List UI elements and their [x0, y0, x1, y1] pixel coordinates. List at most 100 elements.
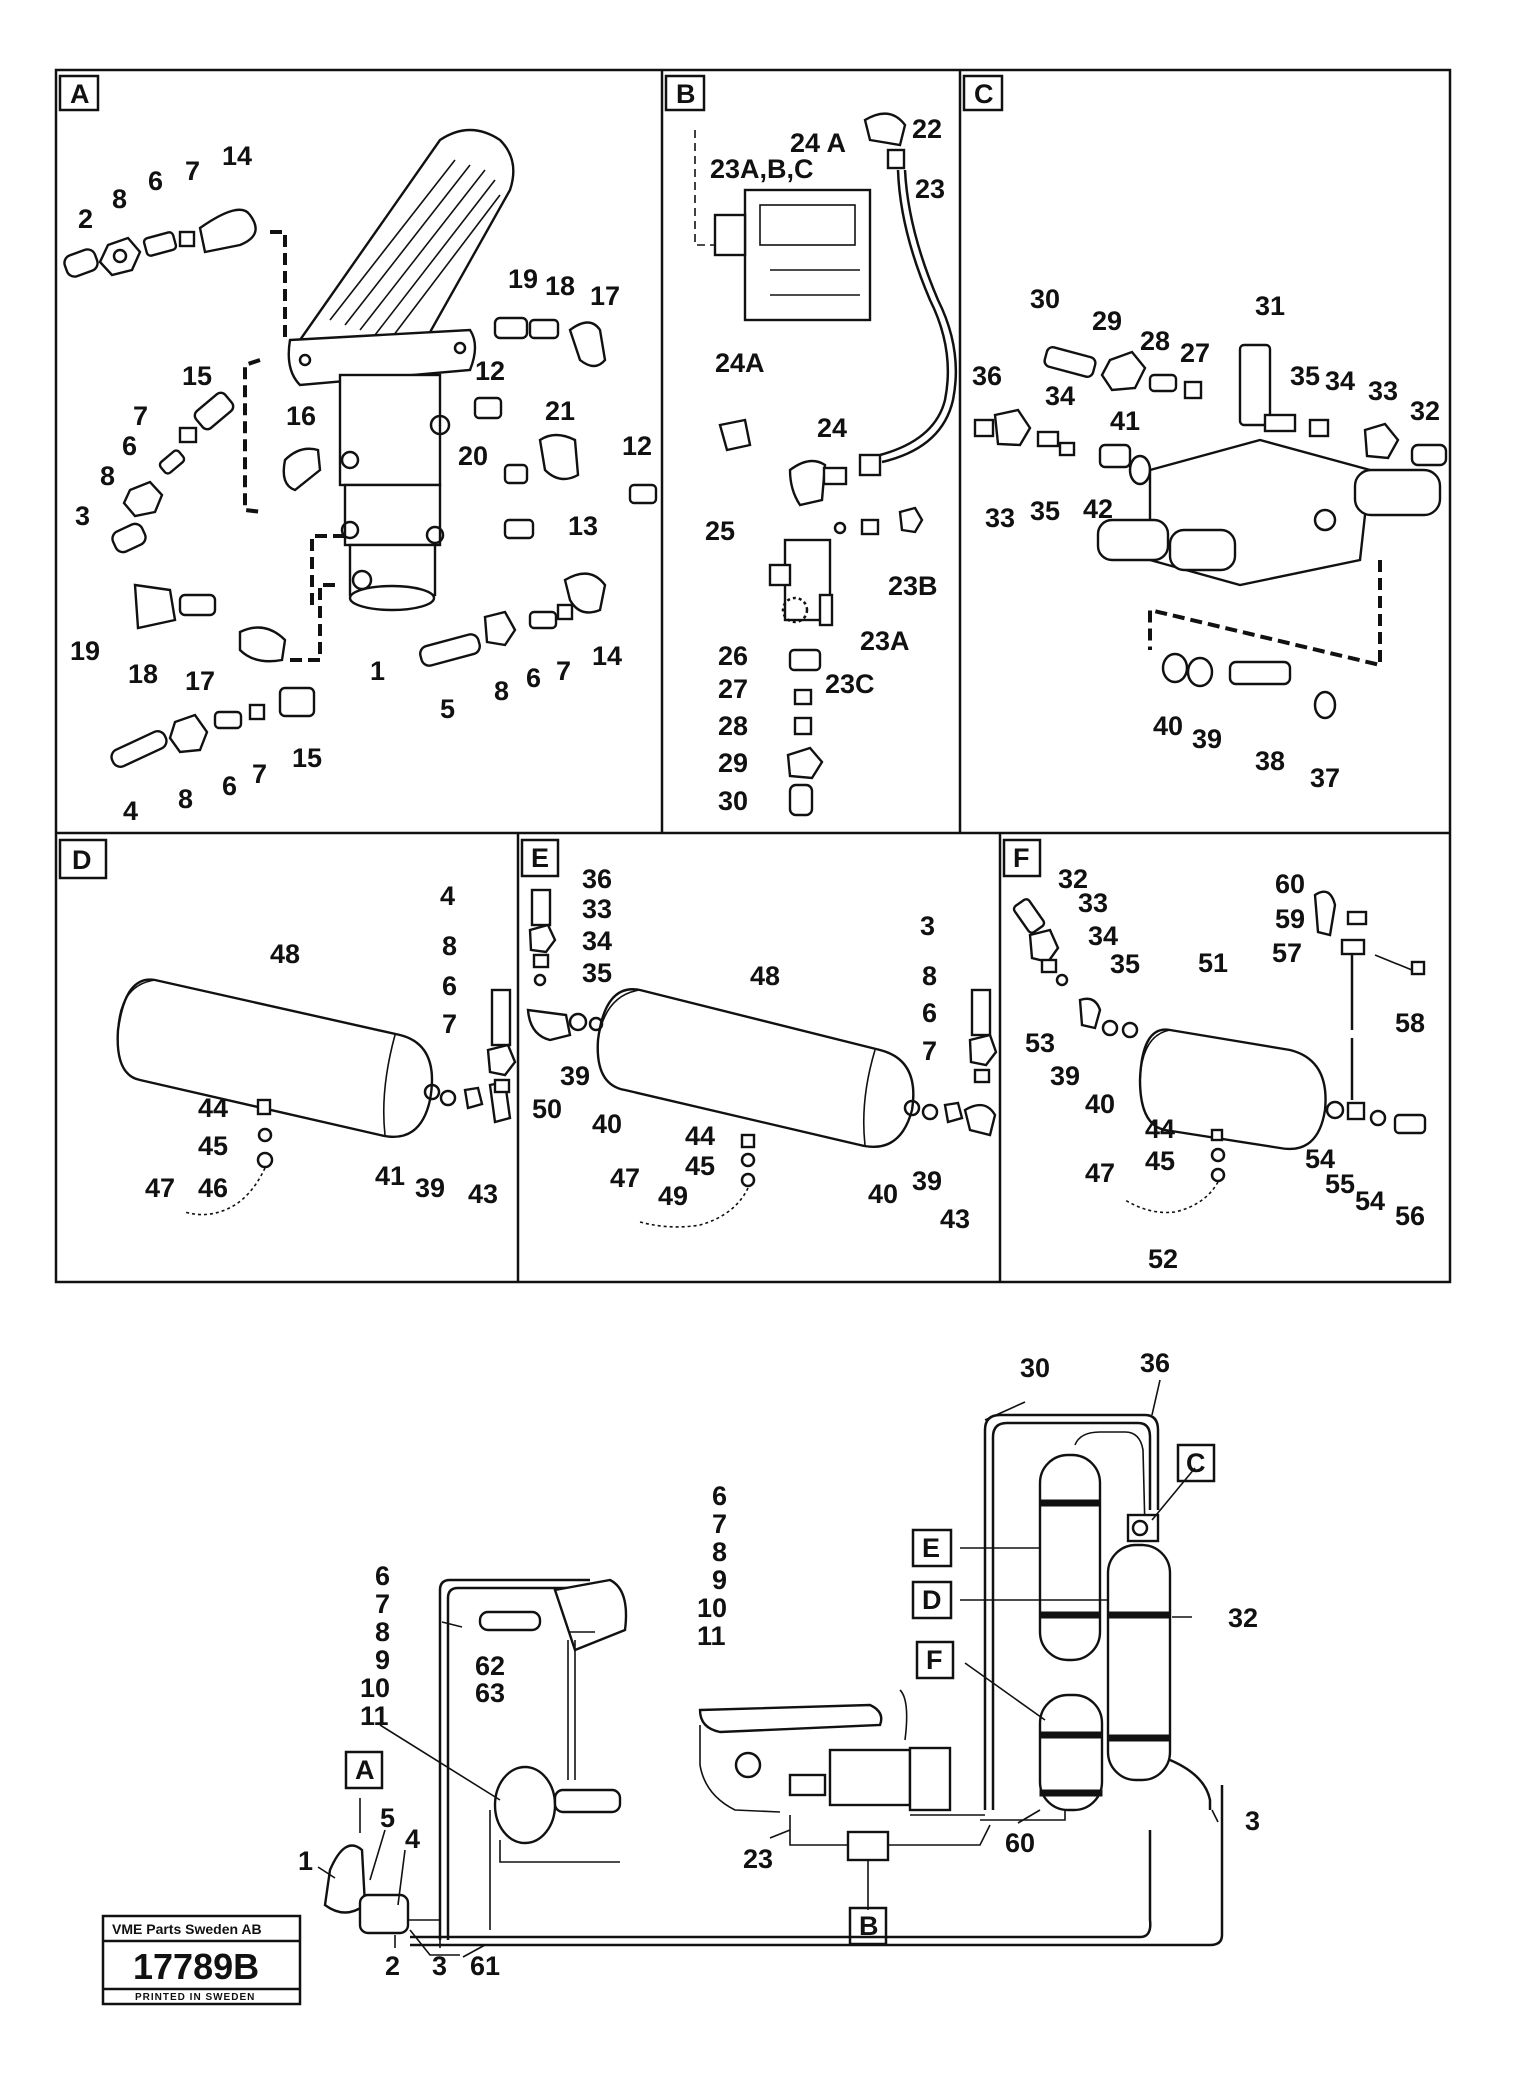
label-e-49: 49 — [658, 1181, 688, 1211]
label-a-8: 8 — [112, 184, 127, 214]
panel-f-drawing: 32 33 34 35 51 60 59 57 58 53 39 40 44 4… — [1012, 864, 1427, 1274]
title-number: 17789B — [133, 1946, 259, 1987]
overview-label-36: 36 — [1140, 1348, 1170, 1378]
system-overview: 30 36 32 3 60 23 6 7 8 9 10 11 6 7 8 9 1… — [298, 1348, 1260, 1981]
label-b-23a: 23A — [860, 626, 910, 656]
label-c-28: 28 — [1140, 326, 1170, 356]
label-d-43: 43 — [468, 1179, 498, 1209]
panel-tags: A B C D E F — [58, 74, 1042, 880]
overview-label-6b: 6 — [375, 1561, 390, 1591]
panel-b-drawing: 24 A 22 23A,B,C 23 24A 24 25 23B 26 23A … — [694, 112, 958, 817]
label-a-1: 1 — [370, 656, 385, 686]
label-a-12: 12 — [475, 356, 505, 386]
title-company: VME Parts Sweden AB — [112, 1921, 262, 1937]
label-a-3: 3 — [75, 501, 90, 531]
overview-label-2: 2 — [385, 1951, 400, 1981]
label-f-58: 58 — [1395, 1008, 1425, 1038]
label-a-20: 20 — [458, 441, 488, 471]
label-f-60: 60 — [1275, 869, 1305, 899]
overview-label-1: 1 — [298, 1846, 313, 1876]
label-e-43: 43 — [940, 1204, 970, 1234]
label-f-47: 47 — [1085, 1158, 1115, 1188]
label-e-34: 34 — [582, 926, 612, 956]
label-a-2: 2 — [78, 204, 93, 234]
label-c-34: 34 — [1045, 381, 1075, 411]
panel-tag-b: B — [676, 79, 696, 109]
label-b-23abc: 23A,B,C — [710, 154, 814, 184]
overview-label-11b: 11 — [360, 1701, 389, 1731]
title-block: VME Parts Sweden AB 17789B PRINTED IN SW… — [101, 1914, 302, 2006]
overview-label-8b: 8 — [375, 1617, 390, 1647]
label-d-39: 39 — [415, 1173, 445, 1203]
overview-label-60: 60 — [1005, 1828, 1035, 1858]
label-a-18b: 18 — [128, 659, 158, 689]
overview-label-10a: 10 — [697, 1593, 727, 1623]
label-f-55: 55 — [1325, 1169, 1355, 1199]
label-f-35: 35 — [1110, 949, 1140, 979]
label-a-15: 15 — [182, 361, 212, 391]
label-c-37: 37 — [1310, 763, 1340, 793]
title-printed: PRINTED IN SWEDEN — [135, 1992, 255, 2003]
label-e-3: 3 — [920, 911, 935, 941]
label-b-24a-top: 24 A — [790, 128, 846, 158]
label-e-8: 8 — [922, 961, 937, 991]
label-b-26: 26 — [718, 641, 748, 671]
overview-tag-c: C — [1186, 1448, 1206, 1478]
overview-label-32: 32 — [1228, 1603, 1258, 1633]
label-e-50: 50 — [532, 1094, 562, 1124]
label-f-32: 32 — [1058, 864, 1088, 894]
label-b-24: 24 — [817, 413, 847, 443]
label-a-8b: 8 — [100, 461, 115, 491]
label-e-48: 48 — [750, 961, 780, 991]
panel-e-drawing: 36 33 34 35 48 3 8 6 7 50 39 40 44 45 47… — [526, 864, 998, 1234]
overview-label-5: 5 — [380, 1803, 395, 1833]
panel-tag-c: C — [974, 79, 994, 109]
panel-tag-e: E — [531, 843, 549, 873]
label-c-41: 41 — [1110, 406, 1140, 436]
label-a-8d: 8 — [178, 784, 193, 814]
label-d-4: 4 — [440, 881, 455, 911]
label-a-6: 6 — [148, 166, 163, 196]
label-b-29: 29 — [718, 748, 748, 778]
label-b-27: 27 — [718, 674, 748, 704]
label-a-7d: 7 — [252, 759, 267, 789]
label-c-42: 42 — [1083, 494, 1113, 524]
overview-label-9a: 9 — [712, 1565, 727, 1595]
panel-tag-f: F — [1013, 843, 1030, 873]
label-f-53: 53 — [1025, 1028, 1055, 1058]
label-a-6c: 6 — [526, 663, 541, 693]
label-c-31: 31 — [1255, 291, 1285, 321]
label-a-15b: 15 — [292, 743, 322, 773]
label-a-7c: 7 — [556, 656, 571, 686]
label-e-40: 40 — [592, 1109, 622, 1139]
label-f-54b: 54 — [1355, 1186, 1385, 1216]
overview-tag-b: B — [859, 1911, 879, 1941]
label-a-6b: 6 — [122, 431, 137, 461]
label-d-44: 44 — [198, 1093, 228, 1123]
outer-frame — [54, 68, 1452, 1284]
label-b-28: 28 — [718, 711, 748, 741]
overview-label-8a: 8 — [712, 1537, 727, 1567]
label-e-45: 45 — [685, 1151, 715, 1181]
label-a-7: 7 — [185, 156, 200, 186]
label-a-14: 14 — [222, 141, 252, 171]
label-a-16: 16 — [286, 401, 316, 431]
label-a-7b: 7 — [133, 401, 148, 431]
label-a-6d: 6 — [222, 771, 237, 801]
label-e-35: 35 — [582, 958, 612, 988]
label-d-45: 45 — [198, 1131, 228, 1161]
label-f-33: 33 — [1078, 888, 1108, 918]
label-c-30: 30 — [1030, 284, 1060, 314]
overview-label-4: 4 — [405, 1824, 420, 1854]
label-c-38: 38 — [1255, 746, 1285, 776]
label-c-29: 29 — [1092, 306, 1122, 336]
label-d-47: 47 — [145, 1173, 175, 1203]
label-a-18: 18 — [545, 271, 575, 301]
label-c-33b: 33 — [985, 503, 1015, 533]
label-a-12b: 12 — [622, 431, 652, 461]
label-e-39b: 39 — [912, 1166, 942, 1196]
label-e-36: 36 — [582, 864, 612, 894]
overview-label-7b: 7 — [375, 1589, 390, 1619]
